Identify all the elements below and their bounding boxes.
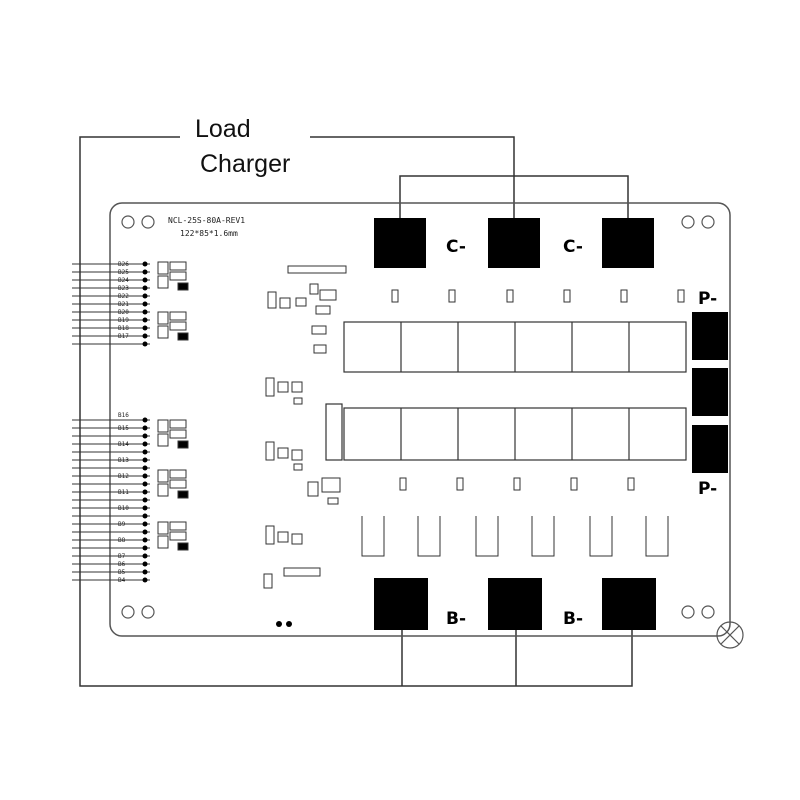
- svg-text:B20: B20: [118, 309, 129, 316]
- b-minus-label-right: B-: [563, 609, 583, 629]
- svg-text:B8: B8: [118, 537, 126, 544]
- balance-wires-upper: [72, 263, 150, 345]
- svg-text:B19: B19: [118, 317, 129, 324]
- svg-text:B10: B10: [118, 505, 129, 512]
- svg-text:B16: B16: [118, 412, 129, 419]
- svg-text:B17: B17: [118, 333, 129, 340]
- svg-text:B22: B22: [118, 293, 129, 300]
- svg-text:B6: B6: [118, 561, 126, 568]
- shunt-resistors: [361, 516, 669, 557]
- c-minus-pad-1: [374, 218, 426, 268]
- svg-text:B5: B5: [118, 569, 126, 576]
- svg-text:B14: B14: [118, 441, 129, 448]
- c-minus-pad-3: [602, 218, 654, 268]
- svg-text:B4: B4: [118, 577, 126, 584]
- b-minus-pad-2: [488, 578, 542, 630]
- p-minus-pad-3: [692, 425, 728, 473]
- c-minus-label-right: C-: [563, 237, 583, 257]
- charger-label: Charger: [200, 150, 290, 178]
- balance-components: [157, 261, 189, 551]
- c-minus-pad-2: [488, 218, 540, 268]
- svg-text:B23: B23: [118, 285, 129, 292]
- svg-text:B9: B9: [118, 521, 126, 528]
- svg-text:B12: B12: [118, 473, 129, 480]
- svg-text:B13: B13: [118, 457, 129, 464]
- svg-text:B24: B24: [118, 277, 129, 284]
- mosfet-row-top: [343, 321, 687, 373]
- board-model-label: NCL-25S-80A-REV1: [168, 216, 245, 225]
- control-components: [263, 265, 347, 589]
- c-minus-bus-wire: [399, 175, 629, 218]
- svg-text:B26: B26: [118, 261, 129, 268]
- b-minus-label-left: B-: [446, 609, 466, 629]
- p-minus-label-bottom: P-: [698, 479, 717, 499]
- gate-resistors-bottom: [399, 477, 635, 491]
- negative-output-wire: [79, 136, 633, 687]
- svg-text:B18: B18: [118, 325, 129, 332]
- p-minus-pad-1: [692, 312, 728, 360]
- svg-text:B25: B25: [118, 269, 129, 276]
- c-minus-feed-wire: [310, 136, 515, 218]
- balance-pin-dots: [142, 261, 148, 583]
- mounting-holes: [121, 215, 715, 619]
- c-minus-label-left: C-: [446, 237, 466, 257]
- p-minus-label-top: P-: [698, 289, 717, 309]
- balance-pin-labels-upper: B26 B25 B24 B23 B22 B21 B20 B19 B18 B17: [118, 261, 129, 340]
- gate-resistors-top: [391, 289, 685, 303]
- svg-text:B7: B7: [118, 553, 126, 560]
- external-wiring: [79, 136, 633, 687]
- ground-symbol: [716, 621, 744, 649]
- p-minus-pad-2: [692, 368, 728, 416]
- test-points: [276, 621, 292, 627]
- svg-text:B21: B21: [118, 301, 129, 308]
- b-minus-pad-3: [602, 578, 656, 630]
- svg-text:B11: B11: [118, 489, 129, 496]
- load-label: Load: [195, 115, 251, 143]
- balance-pin-labels-lower: B16 B15 B14 B13 B12 B11 B10 B9 B8 B7 B6 …: [118, 412, 129, 584]
- svg-text:B15: B15: [118, 425, 129, 432]
- mosfet-row-bottom: [325, 403, 687, 461]
- b-minus-pad-1: [374, 578, 428, 630]
- balance-wires-lower: [72, 419, 150, 581]
- board-dimensions-label: 122*85*1.6mm: [180, 229, 238, 238]
